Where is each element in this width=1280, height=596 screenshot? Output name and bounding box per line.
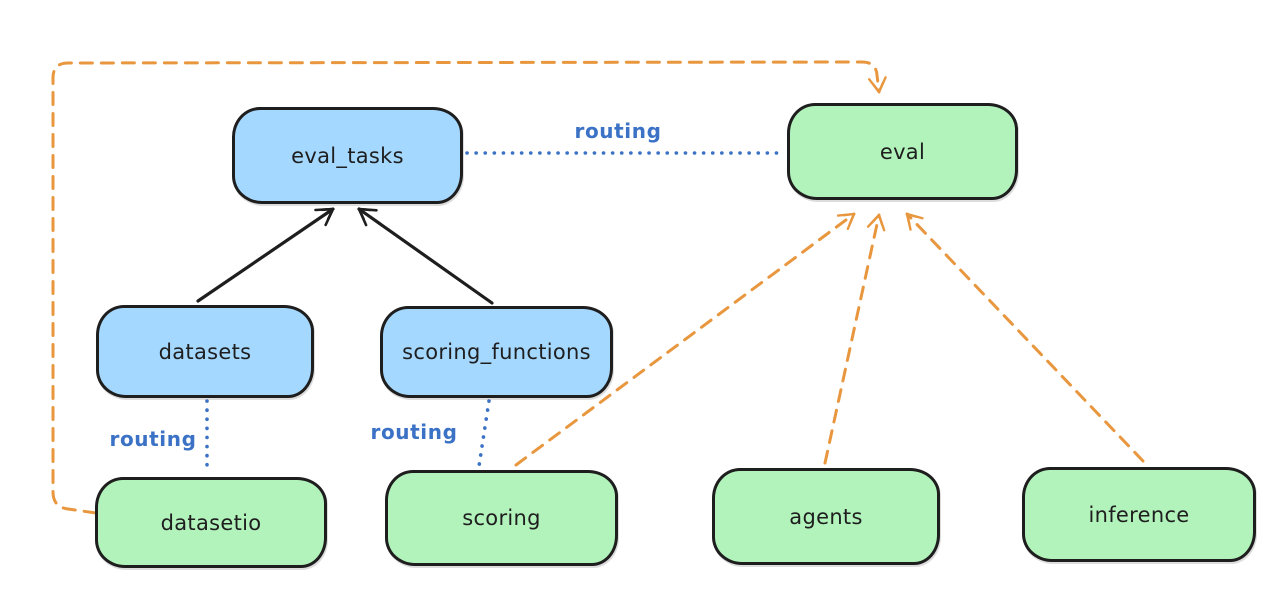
- node-agents: agents: [712, 468, 940, 565]
- node-eval-label: eval: [879, 139, 926, 164]
- node-eval-tasks-label: eval_tasks: [291, 143, 404, 168]
- node-scoring: scoring: [385, 470, 618, 566]
- edge-scoring-functions-to-eval-tasks: [357, 207, 494, 305]
- node-eval: eval: [787, 103, 1018, 200]
- edge-scoring-to-eval: [514, 212, 856, 467]
- edge-label-routing-scoring-functions-scoring: routing: [370, 420, 458, 444]
- node-scoring-label: scoring: [462, 506, 541, 530]
- node-datasetio: datasetio: [95, 477, 327, 568]
- edge-label-routing-datasets-datasetio: routing: [109, 427, 197, 451]
- node-datasets: datasets: [96, 305, 314, 398]
- node-datasetio-label: datasetio: [160, 510, 262, 535]
- node-eval-tasks: eval_tasks: [232, 107, 463, 204]
- edge-label-routing-eval-tasks-eval: routing: [574, 119, 662, 143]
- edge-scoring-functions-to-scoring: [477, 399, 491, 468]
- node-agents-label: agents: [789, 504, 863, 529]
- node-scoring-functions-label: scoring_functions: [402, 340, 591, 364]
- edge-inference-to-eval: [905, 212, 1145, 463]
- node-scoring-functions: scoring_functions: [380, 306, 613, 398]
- edge-agents-to-eval: [823, 213, 886, 465]
- node-inference: inference: [1022, 467, 1256, 562]
- node-inference-label: inference: [1088, 502, 1190, 527]
- edge-datasets-to-eval-tasks: [196, 207, 335, 303]
- node-datasets-label: datasets: [158, 339, 252, 364]
